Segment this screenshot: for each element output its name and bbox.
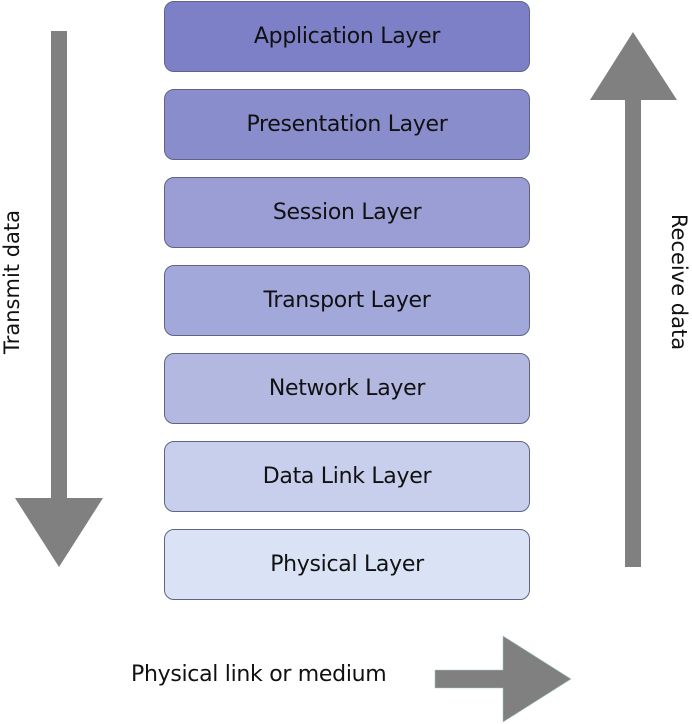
layer-label: Application Layer <box>253 24 441 49</box>
layer-application: Application Layer <box>164 1 530 72</box>
layer-presentation: Presentation Layer <box>164 89 530 160</box>
receive-data-label: Receive data <box>667 213 691 351</box>
layer-label: Data Link Layer <box>262 464 432 489</box>
receive-arrow-icon <box>590 32 677 567</box>
layer-label: Network Layer <box>268 376 426 401</box>
layer-physical: Physical Layer <box>164 529 530 600</box>
layer-transport: Transport Layer <box>164 265 530 336</box>
layer-data-link: Data Link Layer <box>164 441 530 512</box>
layer-label: Transport Layer <box>263 288 431 313</box>
layer-label: Session Layer <box>272 200 422 225</box>
transmit-data-label: Transmit data <box>0 210 24 354</box>
layer-label: Presentation Layer <box>246 112 448 137</box>
layer-network: Network Layer <box>164 353 530 424</box>
transmit-arrow-icon <box>15 31 103 567</box>
physical-medium-label: Physical link or medium <box>131 662 387 687</box>
layer-label: Physical Layer <box>270 552 424 577</box>
layer-session: Session Layer <box>164 177 530 248</box>
medium-arrow-icon <box>434 635 572 723</box>
